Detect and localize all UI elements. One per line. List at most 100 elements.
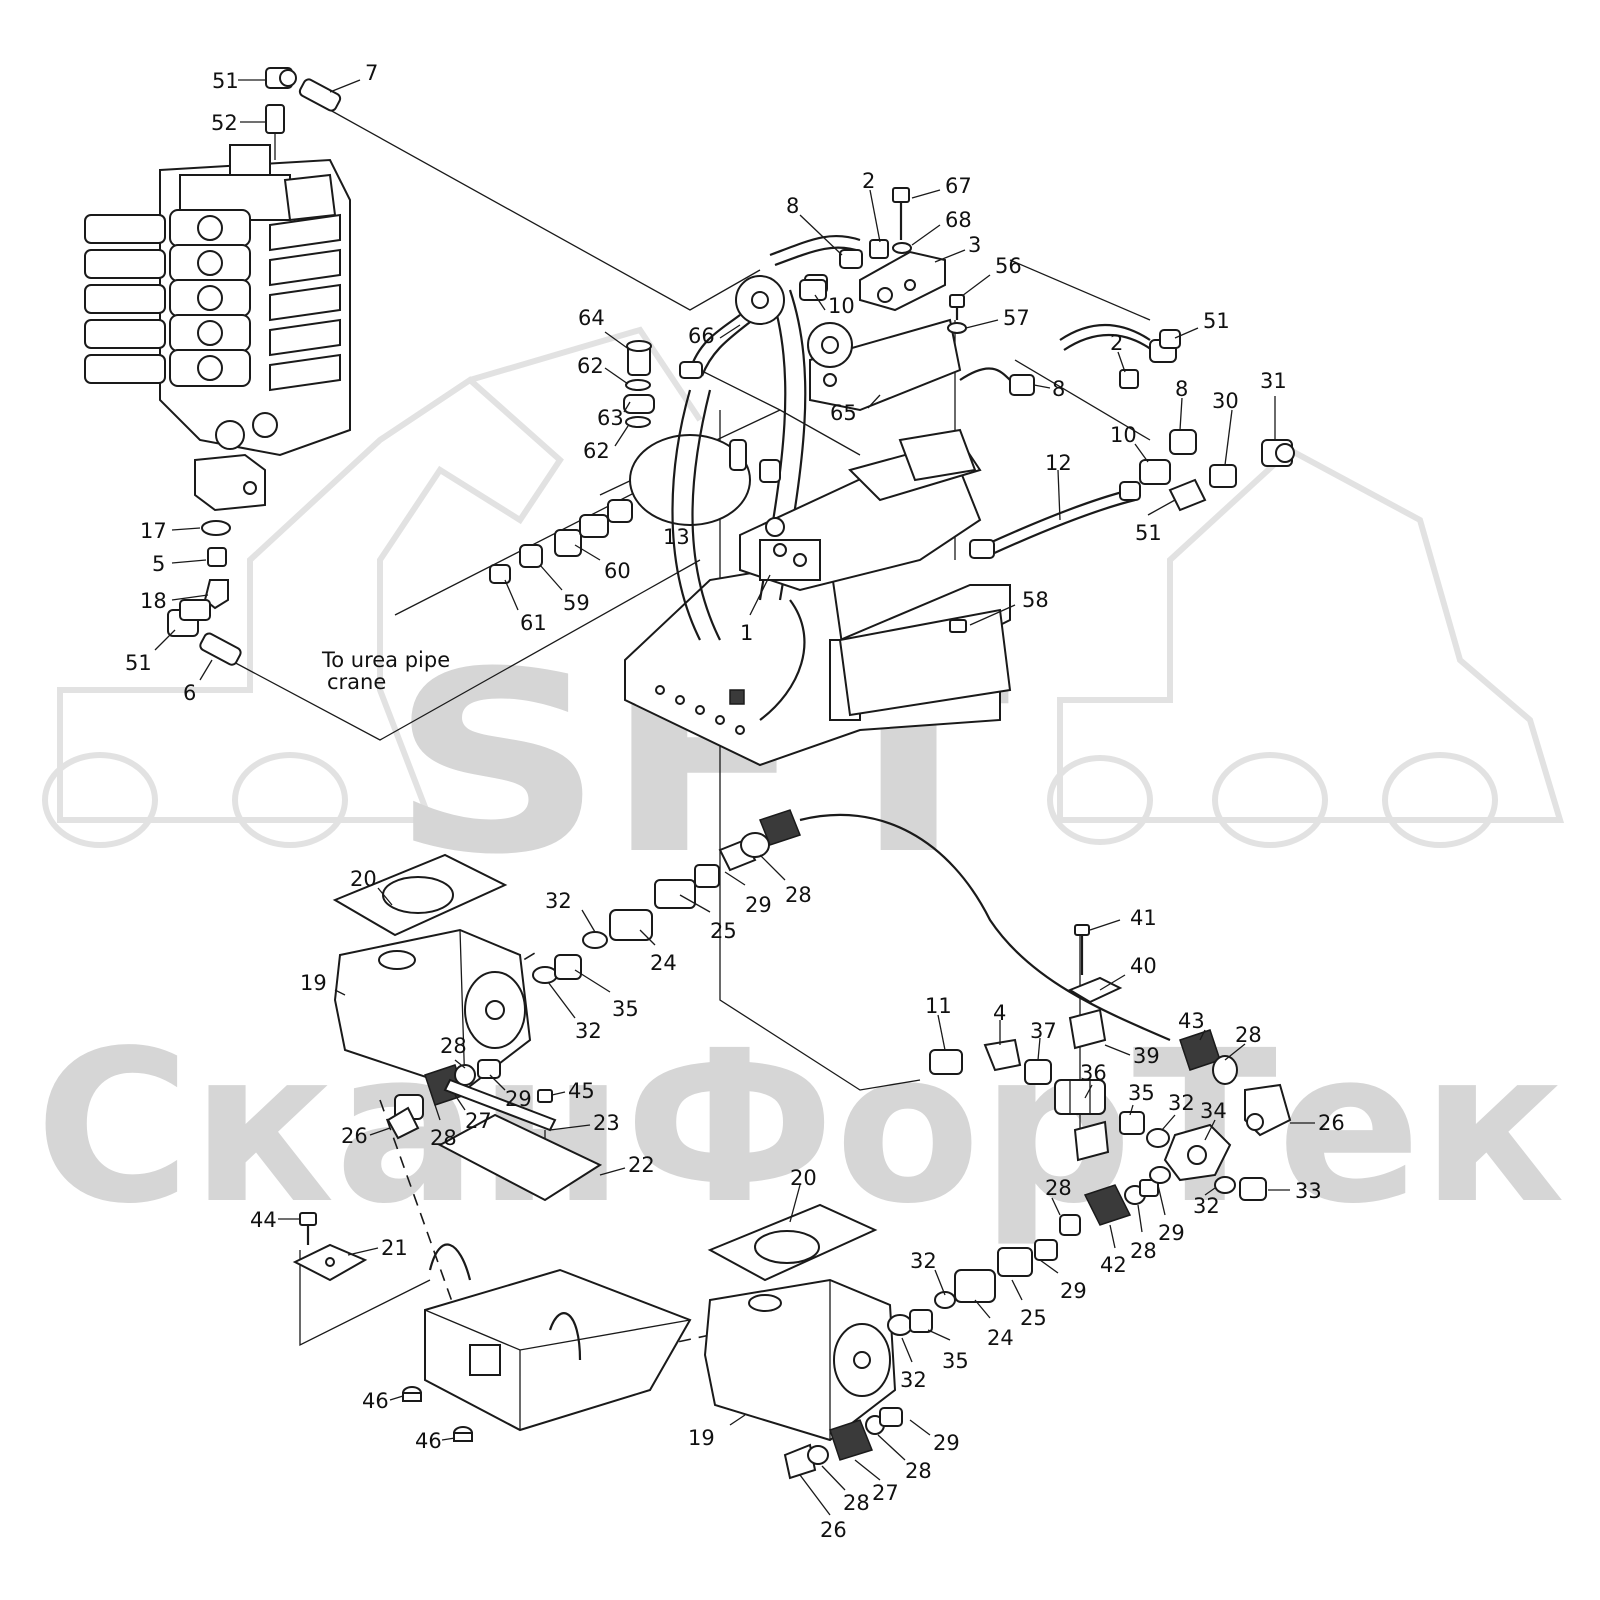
adapter-60	[554, 499, 633, 557]
callout-27: 27	[872, 1481, 899, 1505]
callouts: 51 7 52 2 67 8 68 3 56 10 57 64 66 51 2 …	[125, 61, 1345, 1542]
callout-24: 24	[987, 1326, 1014, 1350]
callout-44: 44	[250, 1208, 277, 1232]
callout-28: 28	[1130, 1239, 1157, 1263]
callout-42: 42	[1100, 1253, 1127, 1277]
callout-32: 32	[1193, 1194, 1220, 1218]
cap-31	[1261, 439, 1295, 467]
adapter-35-right	[1119, 1111, 1145, 1135]
port-block-17	[194, 453, 266, 512]
lower-right-pump-fittings	[887, 1239, 1058, 1336]
o-ring-17	[201, 520, 231, 536]
callout-26: 26	[341, 1124, 368, 1148]
hose-end-6	[199, 632, 242, 666]
mounting-tray	[424, 1243, 692, 1432]
callout-51: 51	[125, 651, 152, 675]
callout-2: 2	[862, 169, 875, 193]
callout-1: 1	[740, 621, 753, 645]
callout-29: 29	[505, 1087, 532, 1111]
callout-26: 26	[820, 1518, 847, 1542]
callout-3: 3	[968, 233, 981, 257]
callout-6: 6	[183, 681, 196, 705]
adapter-63	[623, 394, 655, 414]
callout-25: 25	[1020, 1306, 1047, 1330]
callout-18: 18	[140, 589, 167, 613]
callout-22: 22	[628, 1153, 655, 1177]
watermark-brand-text: СканФорТек	[35, 1005, 1565, 1250]
callout-8: 8	[1175, 377, 1188, 401]
plate-21	[292, 1243, 368, 1282]
o-ring-62-upper	[625, 379, 651, 391]
fitting-10-top	[799, 279, 827, 301]
callout-33: 33	[1295, 1179, 1322, 1203]
callout-62: 62	[583, 439, 610, 463]
valve-solenoid-row-2	[84, 244, 341, 287]
callout-65: 65	[830, 401, 857, 425]
valve-solenoid-row-4	[84, 314, 341, 357]
bolt-58	[949, 619, 967, 633]
plug-64	[626, 340, 652, 376]
callout-10: 10	[1110, 423, 1137, 447]
adapter-11	[929, 1049, 963, 1075]
callout-28: 28	[1045, 1176, 1072, 1200]
callout-62: 62	[577, 354, 604, 378]
callout-34: 34	[1200, 1099, 1227, 1123]
callout-64: 64	[578, 306, 605, 330]
clamp-39-upper	[1068, 1008, 1107, 1050]
callout-8: 8	[1052, 377, 1065, 401]
plate-40	[1067, 976, 1123, 1004]
callout-61: 61	[520, 611, 547, 635]
callout-11: 11	[925, 994, 952, 1018]
hose-43-lower	[1179, 1029, 1238, 1085]
callout-7: 7	[365, 61, 378, 85]
elbow-8-right	[1169, 429, 1197, 455]
callout-2: 2	[1110, 331, 1123, 355]
callout-32: 32	[910, 1249, 937, 1273]
elbow-26-left	[386, 1106, 420, 1140]
upper-pump-fittings	[532, 809, 801, 984]
fitting-10-right	[1139, 459, 1171, 485]
callout-23: 23	[593, 1111, 620, 1135]
watermark-excavator-right	[1047, 446, 1565, 848]
adapter-59	[519, 544, 543, 568]
callout-20: 20	[350, 867, 377, 891]
fitting-13	[729, 439, 781, 483]
fitting-2-center	[765, 517, 785, 537]
callout-60: 60	[604, 559, 631, 583]
tank-19-right	[703, 1278, 897, 1442]
callout-56: 56	[995, 254, 1022, 278]
tee-34	[1163, 1123, 1232, 1182]
callout-25: 25	[710, 919, 737, 943]
callout-20: 20	[790, 1166, 817, 1190]
adapter-37	[1024, 1059, 1052, 1085]
pump-motor-1	[739, 428, 982, 592]
callout-66: 66	[688, 324, 715, 348]
control-valve-block	[84, 144, 351, 457]
callout-19: 19	[300, 971, 327, 995]
callout-51: 51	[1203, 309, 1230, 333]
callout-39: 39	[1133, 1044, 1160, 1068]
callout-32: 32	[575, 1019, 602, 1043]
callout-51: 51	[212, 69, 239, 93]
callout-28: 28	[430, 1126, 457, 1150]
callout-68: 68	[945, 208, 972, 232]
callout-32: 32	[1168, 1091, 1195, 1115]
hose-51-right-top	[1059, 324, 1181, 363]
urea-pipe-note-line1: To urea pipe	[321, 648, 450, 672]
callout-4: 4	[993, 1001, 1006, 1025]
callout-26: 26	[1318, 1111, 1345, 1135]
washer-68	[892, 242, 912, 254]
callout-10: 10	[828, 294, 855, 318]
callout-57: 57	[1003, 306, 1030, 330]
callout-46: 46	[362, 1389, 389, 1413]
valve-solenoid-row-5	[84, 349, 341, 392]
hose-end-7	[298, 78, 342, 112]
elbow-51-right	[1168, 478, 1207, 512]
elbow-4	[983, 1038, 1022, 1072]
callout-35: 35	[612, 997, 639, 1021]
callout-5: 5	[152, 552, 165, 576]
urea-pipe-note-line2: crane	[327, 670, 386, 694]
nipple-61	[489, 564, 511, 584]
callout-40: 40	[1130, 954, 1157, 978]
